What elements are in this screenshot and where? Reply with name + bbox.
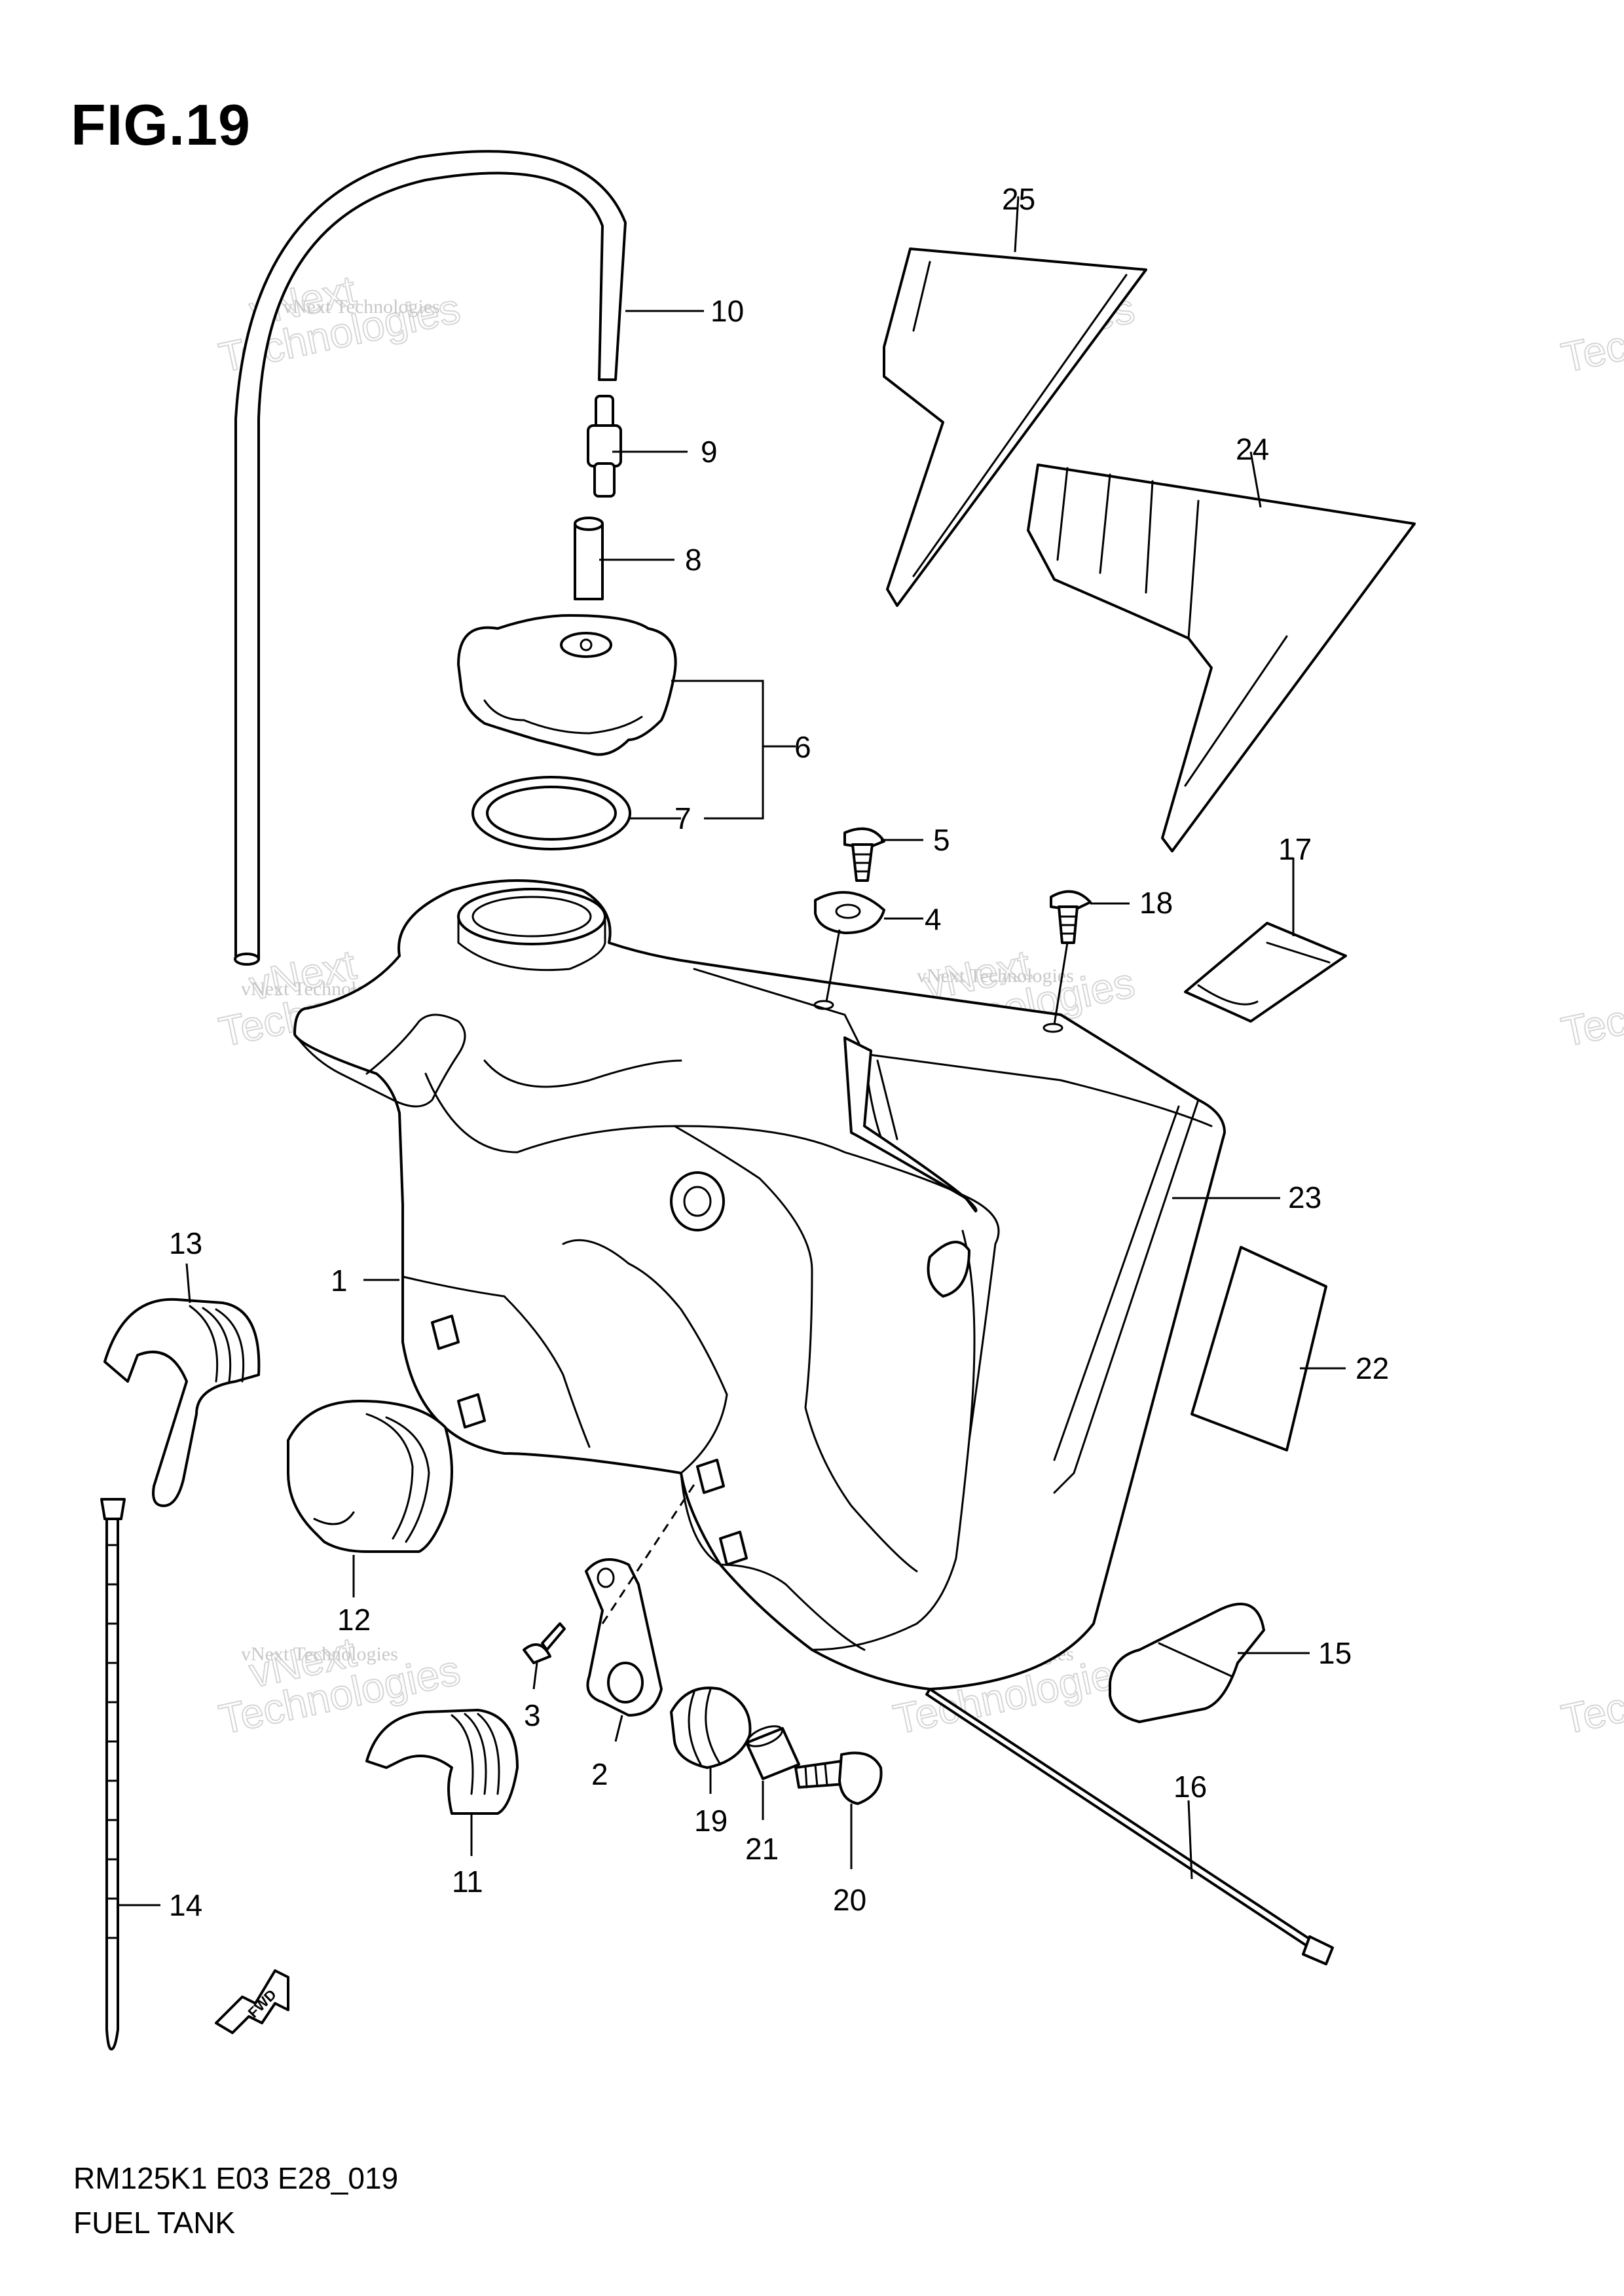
callout-9: 9: [701, 435, 718, 469]
callout-6: 6: [794, 730, 811, 764]
part-tank-shroud-lower: [1027, 464, 1416, 852]
callout-12: 12: [337, 1603, 371, 1637]
part-cable-tie-long: [100, 1498, 126, 2050]
part-label: [1190, 1246, 1327, 1451]
callout-19: 19: [694, 1804, 728, 1838]
callout-21: 21: [745, 1832, 779, 1866]
callout-20: 20: [833, 1883, 866, 1917]
callout-5: 5: [933, 823, 950, 857]
watermark-text: Technologies: [1557, 1647, 1624, 1743]
callout-13: 13: [169, 1226, 202, 1260]
callout-11: 11: [452, 1865, 483, 1899]
callout-2: 2: [591, 1757, 608, 1791]
callout-17: 17: [1278, 832, 1312, 866]
watermark-text: vNext Technologies: [917, 965, 1074, 987]
callout-4: 4: [925, 902, 942, 936]
part-fuel-cap: [457, 614, 677, 756]
figure-title: FIG.19: [71, 92, 251, 157]
part-tank-strap: [1184, 922, 1347, 1023]
callout-8: 8: [685, 543, 702, 577]
part-screw-18: [1050, 890, 1092, 944]
part-cushion-12: [287, 1400, 453, 1553]
leader-lines: [118, 196, 1346, 1906]
callout-22: 22: [1356, 1351, 1389, 1385]
watermark-text: vNext Technologies: [283, 296, 440, 318]
part-grommet: [670, 1686, 752, 1769]
callout-3: 3: [524, 1698, 541, 1732]
part-cushion-11: [365, 1709, 519, 1815]
watermark-text: Technologies: [1557, 959, 1624, 1056]
part-bracket: [585, 1558, 663, 1717]
watermark-text: vNext Technologies: [241, 1643, 398, 1665]
callout-10: 10: [710, 294, 744, 328]
part-cushion-4: [814, 891, 885, 934]
footer-section-name: FUEL TANK: [73, 2206, 236, 2240]
callout-14: 14: [169, 1888, 202, 1922]
callout-16: 16: [1173, 1770, 1207, 1804]
part-screw-3: [523, 1622, 566, 1664]
footer-model-code: RM125K1 E03 E28_019: [73, 2161, 399, 2195]
part-short-tube: [574, 517, 604, 600]
part-screw-5: [843, 827, 885, 882]
part-bolt-20: [794, 1751, 883, 1805]
callout-1: 1: [331, 1264, 348, 1298]
part-breather-hose: [234, 150, 627, 966]
callout-18: 18: [1139, 886, 1173, 920]
part-fuel-tank: [293, 879, 1226, 1690]
watermark-text: Technologies: [1557, 285, 1624, 382]
callout-23: 23: [1288, 1180, 1321, 1214]
callout-24: 24: [1236, 432, 1269, 466]
callout-labels: 10 9 8 6 7 5 4 18 25 24 17 23 22 15 16 1…: [169, 182, 1389, 1922]
part-cushion-13: [103, 1298, 261, 1507]
part-hose-joint: [587, 395, 622, 498]
fwd-arrow-icon: FWD: [215, 1969, 289, 2034]
callout-25: 25: [1002, 182, 1035, 216]
part-tank-pad: [843, 1036, 978, 1212]
part-cable-tie: [925, 1688, 1334, 1965]
part-cap-gasket: [471, 776, 631, 850]
callout-7: 7: [674, 801, 692, 835]
part-tank-shroud-upper: [883, 247, 1147, 607]
callout-15: 15: [1318, 1636, 1352, 1670]
part-cushion-15: [1109, 1603, 1265, 1723]
part-collar: [745, 1725, 800, 1780]
